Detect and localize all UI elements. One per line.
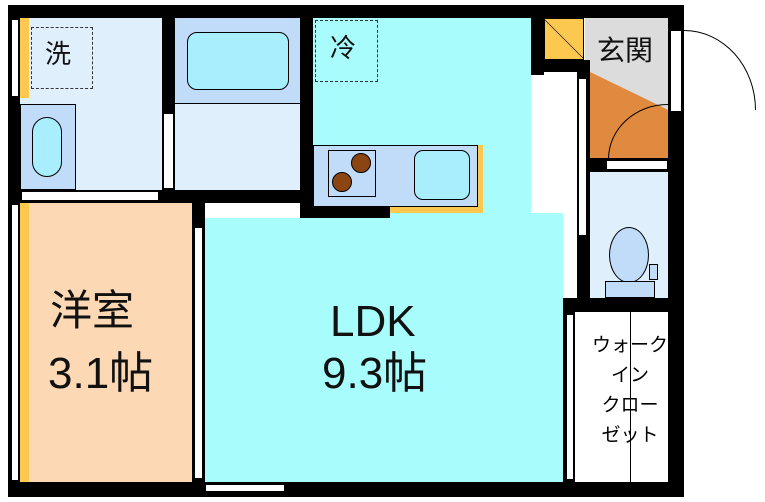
wall (8, 482, 684, 497)
bathtub-inner (187, 32, 289, 90)
fridge-label: 冷 (330, 34, 357, 64)
wall (531, 5, 544, 75)
burner-icon (332, 172, 352, 192)
basin-bowl (32, 117, 62, 177)
window (205, 484, 285, 492)
closet-line: ゼット (601, 424, 659, 446)
sink (414, 150, 470, 200)
sliding-door (578, 78, 587, 236)
wall (563, 298, 668, 312)
shoe-cabinet (544, 18, 584, 60)
western-wall-strip (20, 203, 29, 482)
ldk-size: 9.3帖 (322, 349, 428, 398)
toilet-button (649, 264, 658, 280)
fridge-area (315, 20, 378, 82)
wall (313, 207, 390, 218)
closet-door (566, 314, 574, 480)
closet-line: ウォーク (592, 334, 669, 356)
window (10, 205, 18, 480)
bath-door (164, 114, 173, 188)
sliding-door (194, 228, 202, 478)
toilet-tank (605, 281, 655, 298)
toilet-bowl (609, 227, 649, 283)
ldk-name: LDK (330, 297, 416, 346)
sliding-door (22, 192, 158, 200)
entrance-door[interactable] (670, 30, 682, 112)
closet-line: イン (610, 364, 649, 386)
entrance-name: 玄関 (597, 34, 654, 67)
closet-line: クロー (601, 394, 659, 416)
wall (8, 5, 684, 18)
ldk-upper (313, 213, 563, 223)
closet-rod (630, 312, 631, 482)
stove (328, 150, 376, 197)
toilet-door (606, 160, 668, 170)
western-room (20, 203, 193, 482)
walk-in-closet (588, 312, 668, 482)
western-name: 洋室 (50, 286, 135, 335)
western-size: 3.1帖 (48, 349, 154, 398)
ldk-room (205, 218, 563, 482)
wash-wall-strip (20, 18, 29, 98)
wall (668, 5, 684, 497)
window (10, 20, 18, 96)
closet-label: ウォーク イン クロー ゼット (592, 330, 668, 450)
washer-label: 洗 (45, 40, 72, 70)
burner-icon (351, 153, 371, 173)
washer-area (31, 27, 93, 89)
wall (300, 5, 313, 218)
